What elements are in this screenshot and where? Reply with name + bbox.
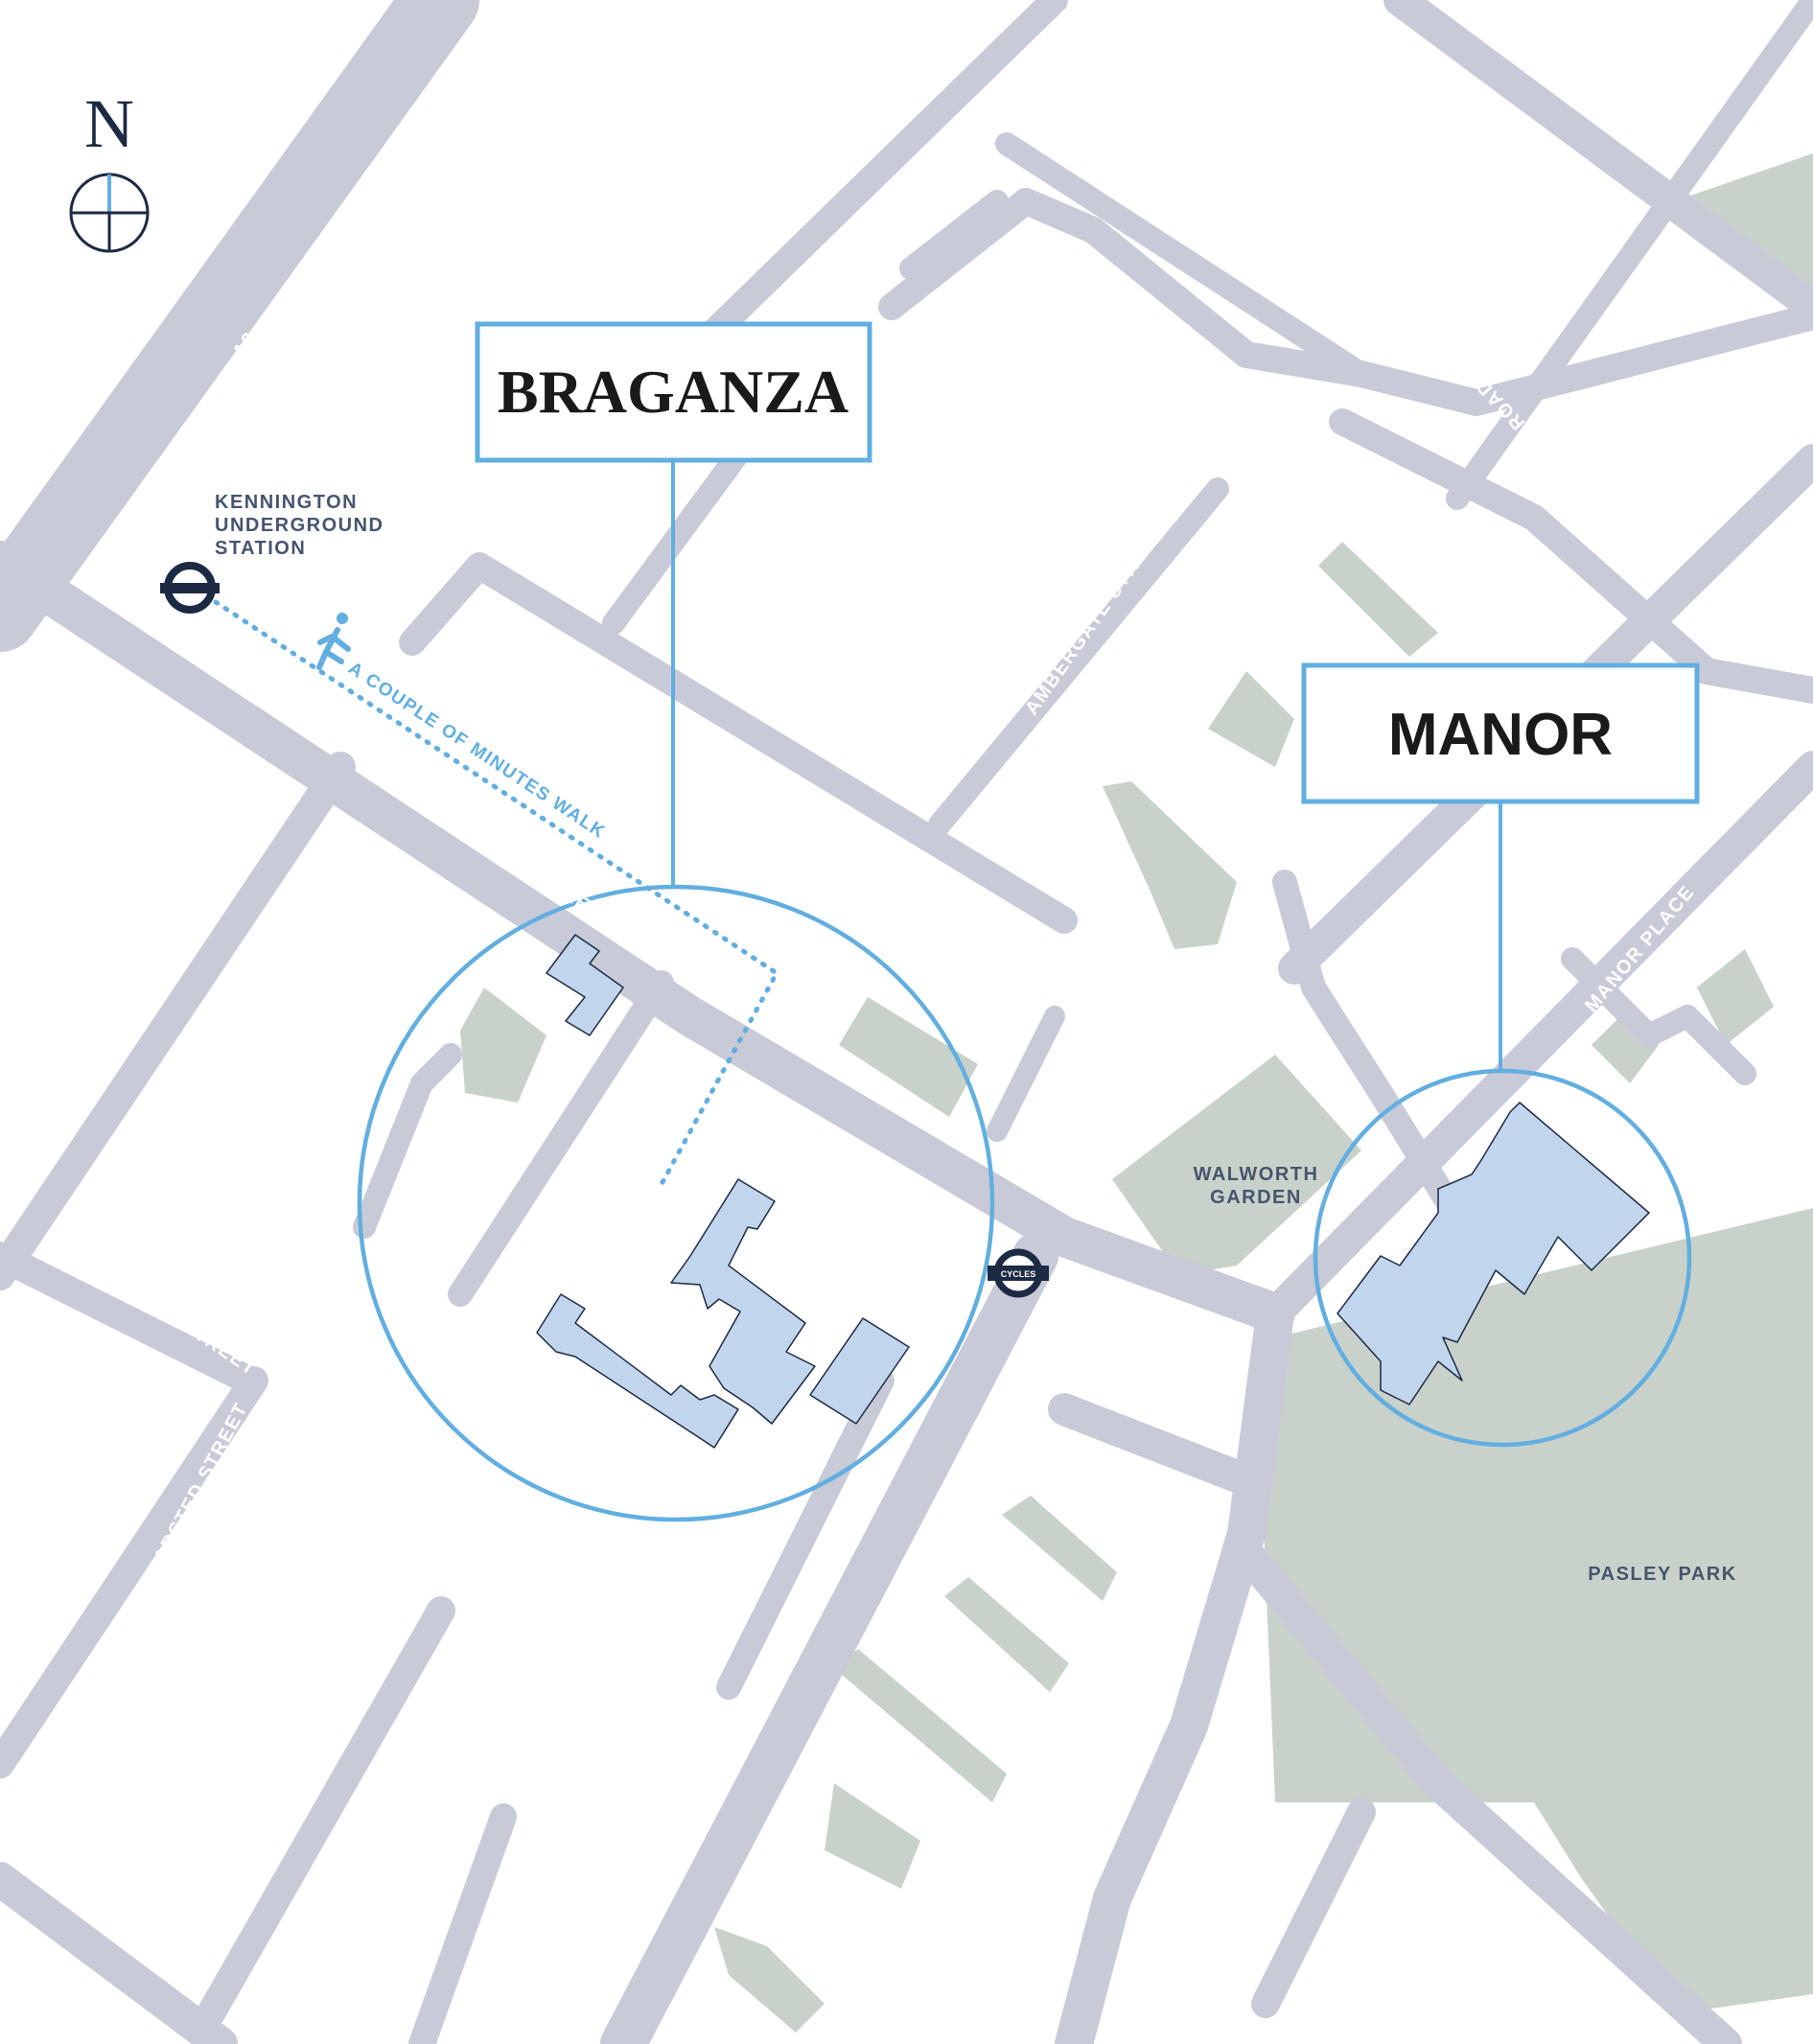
cycles-roundel-icon[interactable]: CYCLES <box>988 1248 1049 1298</box>
manor-title: MANOR <box>1388 702 1613 768</box>
road-side <box>716 1368 895 1700</box>
station-label-line: STATION <box>215 538 306 559</box>
green-block <box>1208 671 1294 767</box>
road-side <box>0 1862 238 2044</box>
braganza-building <box>809 1317 910 1425</box>
road-side <box>1561 947 1756 1085</box>
road-sharsted-street-lower <box>0 1366 268 1778</box>
manor-callout-box <box>1301 662 1700 804</box>
road-a3 <box>0 0 479 652</box>
green-block <box>1103 781 1237 949</box>
road-side <box>899 190 1009 280</box>
green-block <box>1697 949 1774 1045</box>
green-block <box>825 1783 920 1889</box>
road-braganza-street <box>0 541 1295 1334</box>
road-side <box>1272 870 1470 1230</box>
station-label-line: KENNINGTON <box>215 492 358 513</box>
walking-person-icon <box>316 613 351 670</box>
road-doddington-grove <box>600 1233 1058 2044</box>
green-block <box>1318 542 1438 657</box>
station-label-line: UNDERGROUND <box>215 515 384 536</box>
road-ambergate-street <box>928 477 1229 836</box>
compass-north-letter: N <box>84 85 134 162</box>
cycles-bar <box>988 1266 1049 1281</box>
road-side <box>408 1803 517 2044</box>
walworth-garden-area <box>1112 1055 1361 1275</box>
walworth-garden-line: GARDEN <box>1210 1187 1302 1208</box>
manor-callout[interactable]: MANOR <box>1301 662 1700 804</box>
road-side <box>878 188 1813 416</box>
braganza-callout-box <box>475 321 872 463</box>
green-block <box>944 1577 1069 1692</box>
braganza-building <box>546 934 624 1036</box>
pasley-park-label: PASLEY PARK <box>1588 1564 1736 1585</box>
underground-roundel-icon[interactable] <box>160 562 220 614</box>
road-side <box>1230 1537 1742 2044</box>
braganza-building <box>536 1293 739 1449</box>
road-side <box>1048 1393 1253 1493</box>
road-berryfield-road <box>1446 0 1813 510</box>
braganza-callout[interactable]: BRAGANZA <box>475 321 872 463</box>
road-side <box>1251 1798 1376 2018</box>
road-side <box>995 132 1373 385</box>
braganza-title: BRAGANZA <box>498 358 848 426</box>
green-block <box>834 1649 1007 1802</box>
green-block <box>460 987 546 1103</box>
road-side <box>353 1043 462 1239</box>
road-side <box>987 1006 1065 1142</box>
manor-building <box>1337 1102 1650 1405</box>
cycles-label: CYCLES <box>1001 1269 1036 1279</box>
buildings <box>536 934 1650 1449</box>
road-sharsted-street <box>0 1242 264 1395</box>
road-side <box>448 970 674 1307</box>
road-side <box>658 0 1068 387</box>
compass: N <box>69 85 150 253</box>
walworth-garden-line: WALWORTH <box>1194 1164 1319 1185</box>
road-side <box>602 430 759 635</box>
road-side <box>1383 0 1813 323</box>
road-manor-place <box>1259 751 1813 1330</box>
green-block <box>1002 1496 1117 1601</box>
green-block <box>714 1927 825 2032</box>
walk-route <box>213 599 780 1187</box>
green-block <box>839 997 978 1117</box>
road-side <box>1329 408 1813 704</box>
roundel-bar <box>160 583 220 593</box>
road-side <box>197 1596 455 2028</box>
road-side <box>1055 1294 1294 2044</box>
braganza-highlight-circle <box>357 884 995 1522</box>
road-de-laune-street <box>0 752 356 1290</box>
road-side <box>399 552 1078 934</box>
braganza-building <box>670 1178 816 1425</box>
